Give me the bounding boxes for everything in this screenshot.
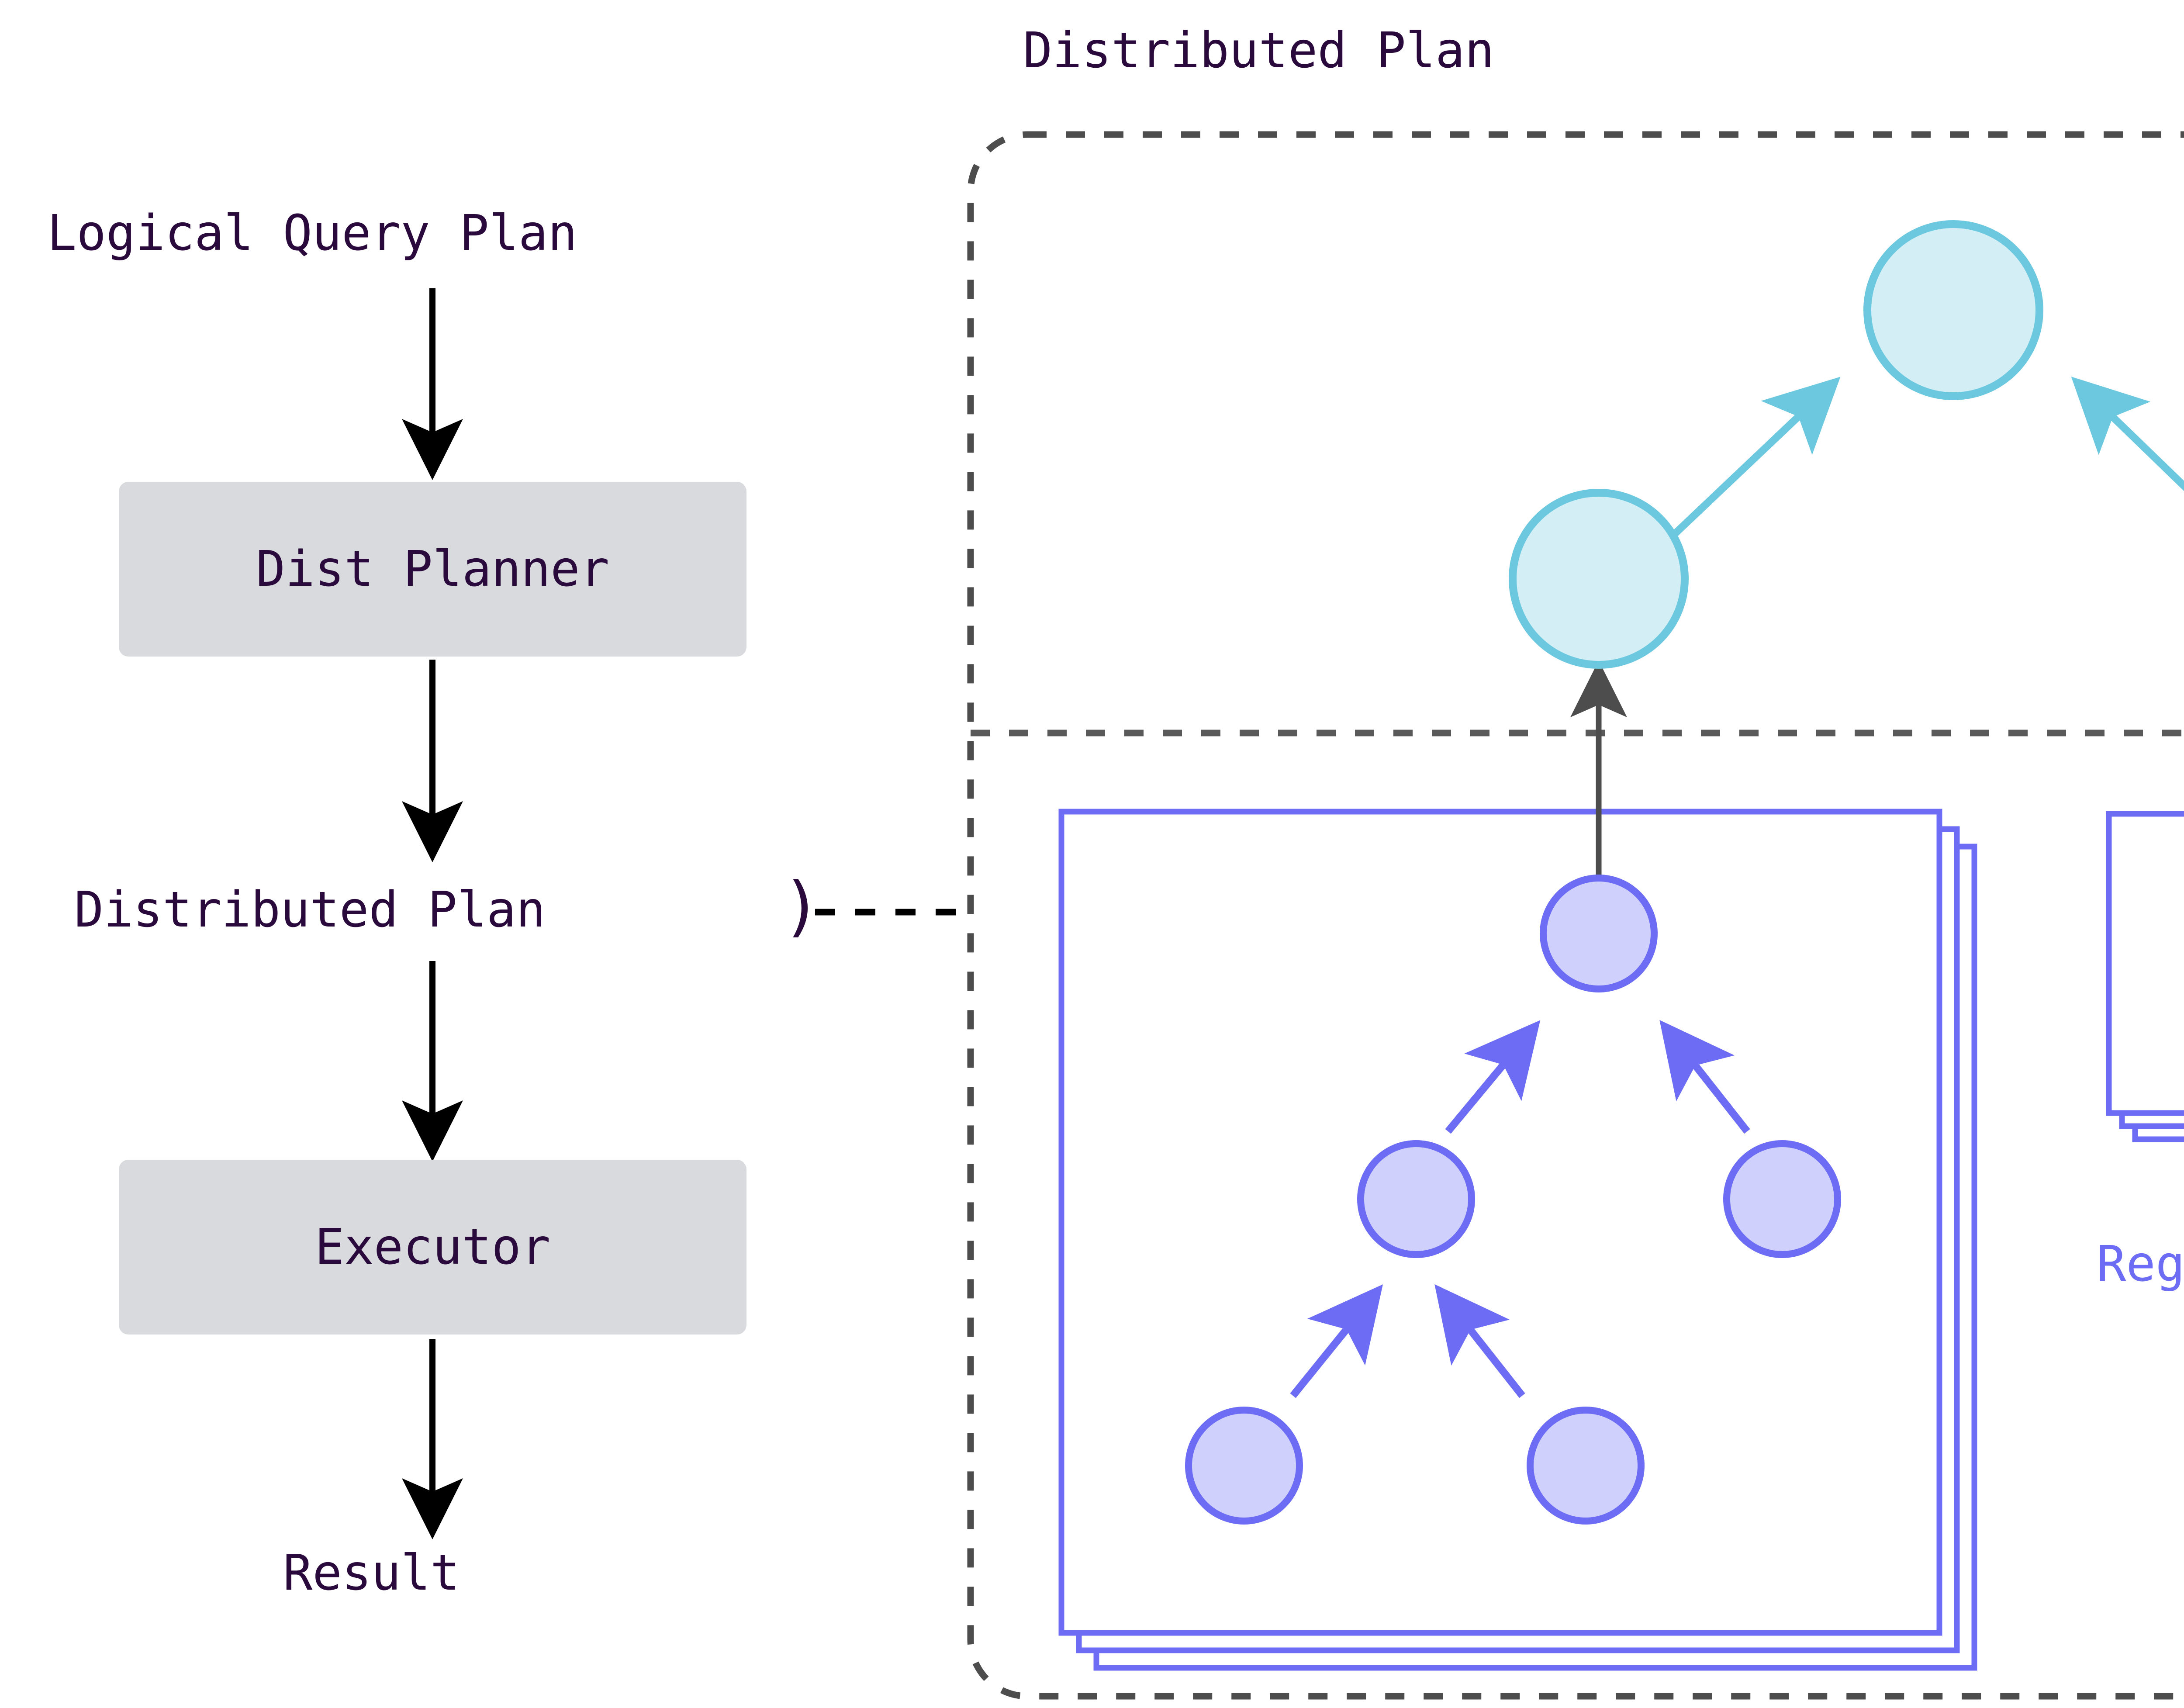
region-left-node-right[interactable] [1723,1140,1841,1258]
region-left-node-leaf2[interactable] [1527,1407,1645,1525]
edge-d1-mid-to-root [1445,1020,1541,1134]
dist-planner-box[interactable]: Dist Planner [119,482,746,657]
region-stack-right [2106,811,2184,1142]
datanode-nodes [1185,875,1841,1525]
cross-stage-arrows [1570,660,1627,878]
edge-d1-leaf1-to-mid [1290,1284,1383,1398]
distributed-plan-connector-glyph: ) [782,868,822,944]
region-left-node-root[interactable] [1540,875,1658,992]
edge-d1-right-to-root [1659,1020,1750,1134]
frontend-nodes [1509,220,2043,669]
pipeline-arrows [402,288,971,1539]
regions-label: Regions [2097,1236,2184,1293]
region-stack-left [1058,809,1977,1671]
distributed-plan-intermediate-label: Distributed Plan [74,882,546,938]
region-left-edges [1290,1020,1750,1398]
frontend-node-root[interactable] [1863,220,2043,400]
region-left-node-leaf1[interactable] [1185,1407,1303,1525]
distributed-plan-title: Distributed Plan [1023,22,1494,79]
logical-query-plan-label: Logical Query Plan [47,205,577,262]
edge-d1-leaf2-to-mid [1434,1284,1525,1398]
region-box-right-front [2106,811,2184,1116]
edge-frontend-left-to-root [1662,377,1841,547]
frontend-node-left[interactable] [1509,489,1689,669]
result-label: Result [283,1545,460,1601]
region-left-node-mid[interactable] [1357,1140,1475,1258]
executor-box[interactable]: Executor [119,1160,746,1335]
edge-frontend-right-to-root [2071,377,2184,491]
frontend-edges [1662,377,2184,547]
